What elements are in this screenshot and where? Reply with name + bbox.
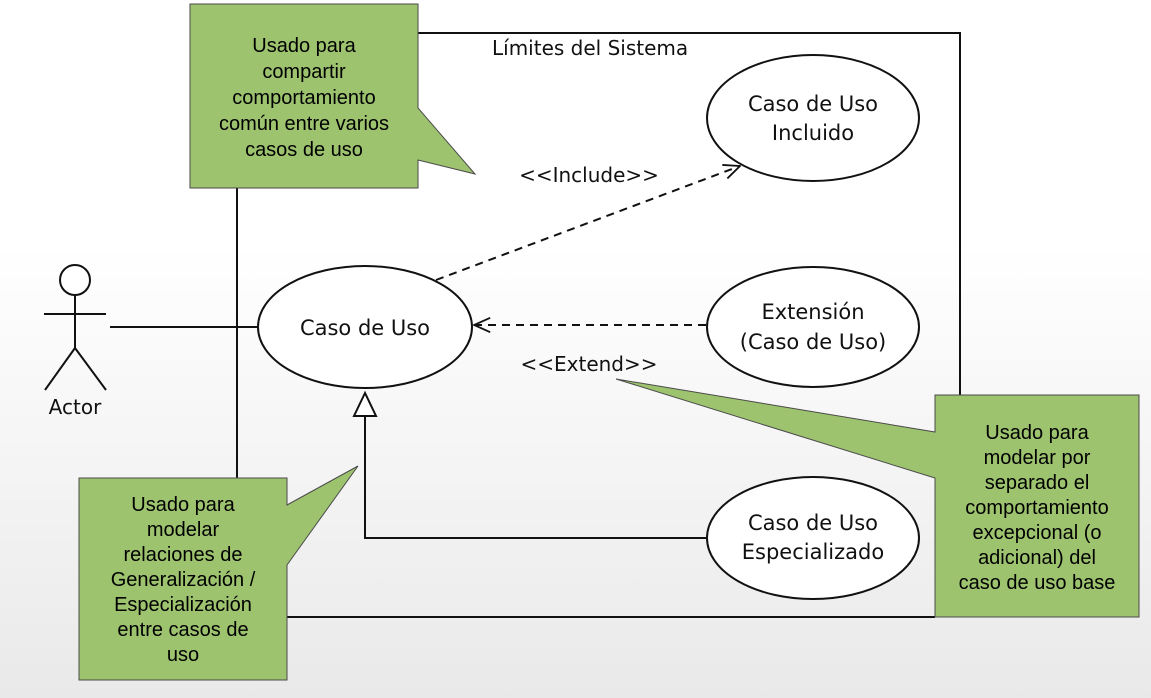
note-include-line-4: común entre varios [219, 113, 389, 135]
note-generalization-line-2: modelar [147, 519, 220, 541]
note-include-shape [189, 3, 477, 189]
note-extend-line-3: separado el [985, 472, 1090, 494]
use-case-included-shape [706, 54, 920, 182]
note-extend-line-6: adicional) del [978, 547, 1096, 569]
note-extend-line-7: caso de uso base [959, 572, 1116, 594]
actor-head [59, 264, 91, 296]
system-boundary-label: Límites del Sistema [492, 36, 688, 60]
note-generalization-line-5: Especialización [114, 594, 252, 616]
use-case-base-shape [257, 265, 473, 389]
actor[interactable]: Actor [44, 264, 107, 419]
note-generalization-shape [78, 465, 359, 681]
note-include-line-2: compartir [262, 61, 346, 83]
use-case-extension[interactable]: Extensión (Caso de Uso) [706, 266, 920, 388]
actor-label: Actor [49, 395, 102, 419]
note-generalization-line-7: uso [167, 644, 199, 666]
use-case-extension-label-2: (Caso de Uso) [740, 330, 886, 354]
system-boundary [418, 32, 961, 395]
actor-left-leg [44, 347, 76, 391]
note-extend-line-5: excepcional (o [973, 522, 1102, 544]
use-case-specialized-shape [706, 476, 920, 600]
use-case-included[interactable]: Caso de Uso Incluido [706, 54, 920, 182]
note-extend-line-1: Usado para [985, 422, 1089, 444]
note-generalization-line-3: relaciones de [124, 544, 243, 566]
note-include: Usado para compartir comportamiento comú… [189, 3, 477, 189]
use-case-base[interactable]: Caso de Uso [257, 265, 473, 389]
generalization-triangle [352, 390, 378, 417]
use-case-base-label: Caso de Uso [300, 316, 430, 340]
include-label: <<Include>> [519, 163, 659, 187]
use-case-extension-shape [706, 266, 920, 388]
generalization-line [364, 416, 708, 539]
include-arrow [435, 166, 740, 281]
actor-right-leg [74, 347, 107, 391]
note-include-line-3: comportamiento [232, 87, 375, 109]
use-case-specialized-label-2: Especializado [742, 540, 884, 564]
use-case-specialized[interactable]: Caso de Uso Especializado [706, 476, 920, 600]
note-generalization-line-4: Generalización / [111, 569, 256, 591]
use-case-included-label-1: Caso de Uso [748, 92, 878, 116]
use-case-extension-label-1: Extensión [761, 300, 864, 324]
note-extend-line-4: comportamiento [965, 497, 1108, 519]
note-include-line-1: Usado para [252, 35, 356, 57]
use-case-specialized-label-1: Caso de Uso [748, 511, 878, 535]
note-include-line-5: casos de uso [245, 139, 363, 161]
extend-label: <<Extend>> [520, 352, 657, 376]
note-generalization-line-6: entre casos de [117, 619, 248, 641]
note-extend: Usado para modelar por separado el compo… [615, 378, 1140, 618]
use-case-included-label-2: Incluido [772, 121, 854, 145]
note-generalization-line-1: Usado para [131, 494, 235, 516]
note-generalization: Usado para modelar relaciones de General… [78, 465, 359, 681]
note-extend-shape [615, 378, 1140, 618]
note-extend-line-2: modelar por [984, 447, 1091, 469]
